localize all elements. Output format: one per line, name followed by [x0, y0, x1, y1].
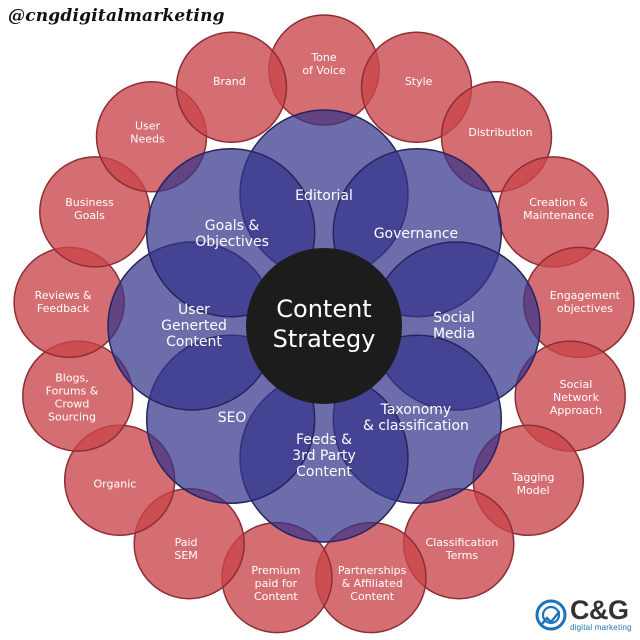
- middle-ring-circles: [107, 109, 541, 543]
- outer-engagement-objectives-label-line: Engagement: [550, 289, 621, 302]
- middle-taxonomy-label-line: & classification: [363, 418, 469, 434]
- outer-creation-maintenance-label: Creation &Maintenance: [523, 196, 594, 222]
- outer-style-label: Style: [405, 75, 433, 88]
- outer-organic-label: Organic: [94, 477, 137, 490]
- outer-distribution-label: Distribution: [468, 126, 532, 139]
- outer-business-goals-label-line: Goals: [74, 209, 105, 222]
- middle-editorial-label: Editorial: [295, 188, 353, 204]
- outer-tone-of-voice-label-line: of Voice: [302, 64, 346, 77]
- outer-distribution-circle: [440, 81, 553, 193]
- outer-partnerships-label-line: Content: [350, 590, 394, 603]
- center-circle: [246, 248, 402, 404]
- outer-creation-maintenance-label-line: Maintenance: [523, 209, 594, 222]
- outer-premium-paid-label-line: paid for: [255, 577, 298, 590]
- center-group: [246, 248, 402, 404]
- outer-paid-sem-label-line: SEM: [174, 549, 197, 562]
- middle-goals-label-line: Objectives: [195, 234, 269, 250]
- middle-governance-label-line: Governance: [374, 226, 458, 242]
- outer-brand-circle: [175, 31, 288, 144]
- outer-partnerships-label-line: Partnerships: [338, 564, 407, 577]
- middle-feeds-label-line: Content: [296, 464, 352, 480]
- middle-user-generated-label-line: Content: [166, 334, 222, 350]
- outer-social-network-approach-label-line: Approach: [550, 404, 602, 417]
- outer-classification-terms-label-line: Terms: [445, 549, 479, 562]
- outer-premium-paid-label-line: Content: [254, 590, 298, 603]
- cg-logo: C&G digital marketing: [534, 595, 640, 636]
- outer-reviews-feedback-label: Reviews &Feedback: [35, 289, 92, 315]
- outer-distribution-label-line: Distribution: [468, 126, 532, 139]
- outer-brand-label-line: Brand: [213, 75, 246, 88]
- outer-tagging-model-label-line: Tagging: [511, 471, 555, 484]
- middle-feeds-label-line: Feeds &: [296, 432, 352, 448]
- logo-wordmark: C&G: [570, 595, 629, 625]
- outer-social-network-approach-label-line: Social: [560, 378, 593, 391]
- outer-blogs-forums-label-line: Crowd: [55, 398, 90, 411]
- outer-reviews-feedback-label-line: Feedback: [37, 302, 90, 315]
- outer-partnerships-label-line: & Affiliated: [342, 577, 403, 590]
- outer-premium-paid-label-line: Premium: [251, 564, 300, 577]
- middle-taxonomy-label-line: Taxonomy: [380, 402, 452, 418]
- instagram-handle: @cngdigitalmarketing: [8, 6, 225, 26]
- outer-social-network-approach-label-line: Network: [553, 391, 600, 404]
- outer-user-needs-label-line: Needs: [130, 132, 165, 145]
- center-title-line: Content: [276, 295, 371, 323]
- middle-goals-label-line: Goals &: [205, 218, 260, 234]
- outer-ring-circles: [13, 14, 635, 634]
- middle-social-media-label-line: Social: [433, 310, 475, 326]
- middle-goals-label: Goals &Objectives: [195, 218, 269, 250]
- outer-business-goals-label-line: Business: [65, 196, 114, 209]
- middle-user-generated-label-line: Generted: [161, 318, 227, 334]
- outer-engagement-objectives-label-line: objectives: [557, 302, 613, 315]
- outer-classification-terms-label-line: Classification: [426, 536, 499, 549]
- outer-blogs-forums-label-line: Sourcing: [48, 411, 96, 424]
- outer-tagging-model-label-line: Model: [517, 484, 550, 497]
- outer-tone-of-voice-label-line: Tone: [310, 51, 337, 64]
- outer-blogs-forums-label-line: Blogs,: [55, 372, 89, 385]
- middle-editorial-label-line: Editorial: [295, 188, 353, 204]
- outer-organic-label-line: Organic: [94, 477, 137, 490]
- outer-creation-maintenance-label-line: Creation &: [529, 196, 588, 209]
- logo-subtitle: digital marketing: [570, 623, 632, 632]
- outer-blogs-forums-label-line: Forums &: [46, 385, 99, 398]
- middle-user-generated-label-line: User: [178, 302, 210, 318]
- cg-swirl-logo-icon: [535, 599, 567, 631]
- middle-feeds-label-line: 3rd Party: [292, 448, 356, 464]
- outer-brand-label: Brand: [213, 75, 246, 88]
- middle-governance-label: Governance: [374, 226, 458, 242]
- center-title-line: Strategy: [273, 325, 376, 353]
- middle-social-media-label-line: Media: [433, 326, 475, 342]
- middle-taxonomy-label: Taxonomy& classification: [363, 402, 469, 434]
- middle-seo-label-line: SEO: [218, 410, 247, 426]
- outer-style-label-line: Style: [405, 75, 433, 88]
- outer-paid-sem-label-line: Paid: [175, 536, 198, 549]
- middle-seo-label: SEO: [218, 410, 247, 426]
- outer-user-needs-label-line: User: [135, 119, 161, 132]
- outer-reviews-feedback-label-line: Reviews &: [35, 289, 92, 302]
